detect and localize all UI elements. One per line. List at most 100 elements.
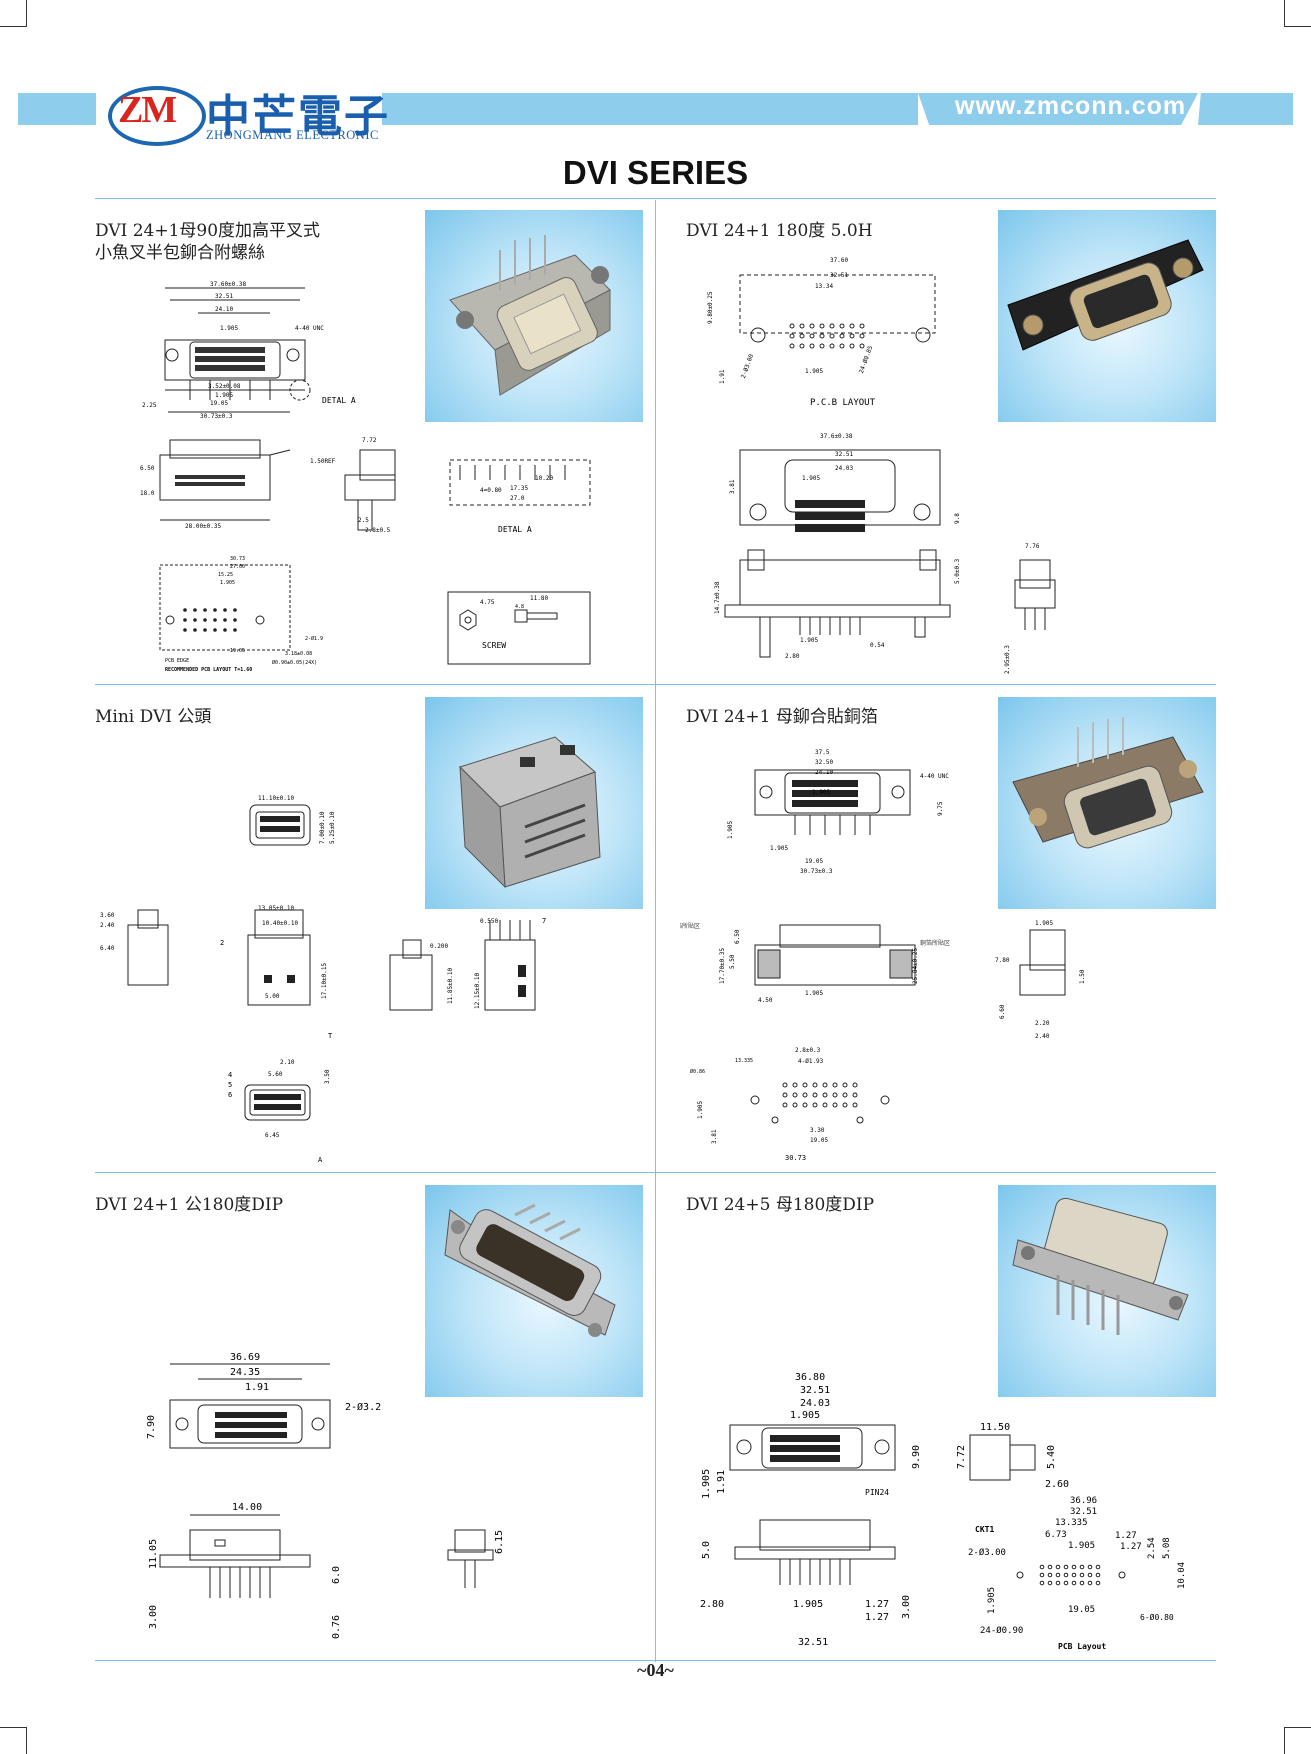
p1-dim-p: 1.50REF (310, 458, 336, 465)
p2-dim-b: 32.51 (830, 272, 848, 279)
header-band-left (18, 93, 96, 125)
panel-5-connector-image (444, 1203, 616, 1337)
p6-dim-ae: 2-Ø3.00 (968, 1547, 1006, 1558)
panel-6-connector-image (1012, 1197, 1189, 1335)
panel-5-drawing: 36.69 24.35 1.91 2-Ø3.2 7.90 14.00 11.05… (146, 1352, 505, 1639)
p6-dim-j: 7.72 (956, 1445, 967, 1469)
p5-dim-g: 11.05 (148, 1539, 159, 1569)
panel-3-title: Mini DVI 公頭 (95, 707, 212, 727)
p5-dim-k: 6.15 (494, 1530, 505, 1554)
p2-dim-m: 3.81 (729, 479, 736, 494)
p4-dim-ae: 3.30 (810, 1127, 825, 1134)
panel-3-photo (425, 697, 643, 909)
p6-dim-n: 2.80 (700, 1599, 724, 1610)
panel-4-photo (998, 697, 1216, 909)
p2-dim-e: 1.905 (805, 368, 823, 375)
p1-dim-ae: 19.05 (230, 648, 245, 654)
p3-dim-k: 17.10±0.15 (321, 962, 328, 999)
p5-dim-d: 2-Ø3.2 (345, 1401, 381, 1413)
p5-dim-a: 36.69 (230, 1352, 260, 1363)
p1-dim-i: 30.73±0.3 (200, 413, 233, 420)
p6-dim-ah: 6-Ø0.80 (1140, 1612, 1174, 1622)
p5-dim-i: 6.0 (331, 1566, 342, 1584)
p6-dim-h: PIN24 (865, 1488, 889, 1497)
p2-dim-d: 9.80±0.25 (707, 291, 714, 324)
p1-dim-ab: 3.18±0.08 (285, 651, 312, 657)
p6-dim-f: 1.905 (701, 1469, 712, 1499)
p2-dim-r: 1.905 (800, 637, 818, 644)
p6-dim-s: 3.00 (901, 1595, 912, 1619)
p4-dim-n: 17.70±0.35 (719, 947, 726, 984)
panel-2-title: DVI 24+1 180度 5.0H (686, 221, 873, 241)
p3-dim-q: 12.15±0.10 (474, 972, 481, 1009)
p3-dim-h: 10.40±0.10 (262, 920, 299, 927)
p4-dim-s: 1.905 (1035, 920, 1053, 927)
website-url[interactable]: www.zmconn.com (955, 92, 1187, 120)
p4-dim-v: 6.60 (999, 1004, 1006, 1019)
panel-3-connector-image (459, 736, 601, 889)
p1-dim-j: 2.25 (142, 402, 157, 409)
p3-dim-s: 5.60 (268, 1071, 283, 1078)
p3-dim-r: 2.10 (280, 1059, 295, 1066)
p1-dim-m: 6.50 (140, 465, 155, 472)
p4-dim-j: 30.73±0.3 (800, 868, 833, 875)
p3-dim-x: 6.45 (265, 1132, 280, 1139)
p2-dim-h: 24-Ø0.85 (858, 345, 875, 375)
p4-dim-q: 25.84±0.25 (912, 947, 919, 984)
p2-dim-a: 37.60 (830, 257, 848, 264)
panel-5-photo (425, 1185, 643, 1397)
p3-dim-n: 11.85±0.10 (447, 967, 454, 1004)
p4-dim-i: 19.05 (805, 858, 823, 865)
p2-dim-g: 2-Ø3.00 (740, 353, 755, 380)
p4-dim-d: 1.905 (812, 789, 830, 796)
p2-dim-c: 13.34 (815, 283, 833, 290)
p3-dim-u: 4 (228, 1071, 232, 1079)
p6-dim-t: 36.96 (1070, 1496, 1097, 1506)
p1-dim-o: 7.72 (362, 437, 377, 444)
panel-2-photo (998, 210, 1216, 422)
p4-dim-ad: 3.81 (711, 1129, 718, 1144)
p1-dim-aa: 2-Ø1.9 (305, 635, 323, 642)
p4-dim-aa: Ø0.86 (690, 1068, 705, 1075)
p1-dim-v: 27.0 (510, 495, 525, 502)
p6-dim-d: 1.905 (790, 1410, 820, 1421)
p1-dim-r: 2.8±0.5 (365, 527, 391, 534)
p3-dim-y: A (318, 1156, 323, 1164)
p1-dim-u: 17.35 (510, 485, 528, 492)
p6-dim-o: 1.905 (793, 1599, 823, 1610)
p6-dim-ac: 10.04 (1177, 1562, 1187, 1589)
p6-dim-af: 1.905 (987, 1587, 997, 1614)
p4-dim-r: 4.50 (758, 997, 773, 1004)
p2-dim-q: 2.80 (785, 653, 800, 660)
panel-1-photo (425, 210, 643, 422)
p1-dim-f: 3.52±0.08 (208, 383, 241, 390)
p2-dim-i: 37.6±0.38 (820, 433, 853, 440)
p4-dim-u: 1.50 (1079, 969, 1086, 984)
p2-dim-k: 24.03 (835, 465, 853, 472)
p2-dim-t: 7.76 (1025, 543, 1040, 550)
p1-dim-q: 2.5 (358, 517, 369, 524)
p2-dim-n: 9.8 (954, 513, 961, 524)
p4-dim-m: 6.50 (734, 929, 741, 944)
header-band-middle (382, 93, 918, 125)
p4-dim-a: 37.5 (815, 749, 830, 756)
p4-dim-x: 2.40 (1035, 1033, 1050, 1040)
p4-dim-p: 1.905 (805, 990, 823, 997)
p6-dim-r: 32.51 (798, 1637, 828, 1648)
p3-dim-w: 6 (228, 1091, 232, 1099)
p3-dim-g: 13.05±0.10 (258, 905, 295, 912)
panel-2-connector-image (1007, 239, 1204, 351)
p3-dim-t: 3.50 (324, 1069, 331, 1084)
p1-dim-af: 4.75 (480, 599, 495, 606)
p3-dim-a: 11.10±0.10 (258, 795, 295, 802)
p3-dim-m: 0.200 (430, 943, 448, 950)
p3-dim-e: 2.40 (100, 922, 115, 929)
p4-dim-y: 2.8±0.3 (795, 1047, 821, 1054)
p4-dim-z: 13.335 (735, 1058, 753, 1064)
p1-dim-h: 19.05 (210, 400, 228, 407)
p4-pcb-label: 30.73 (785, 1154, 806, 1162)
p1-dim-a: 37.60±0.38 (210, 281, 247, 288)
p2-dim-o: 5.0±0.3 (954, 558, 961, 584)
panel-5-title: DVI 24+1 公180度DIP (95, 1195, 284, 1215)
crop-mark-top-right (1284, 0, 1311, 27)
